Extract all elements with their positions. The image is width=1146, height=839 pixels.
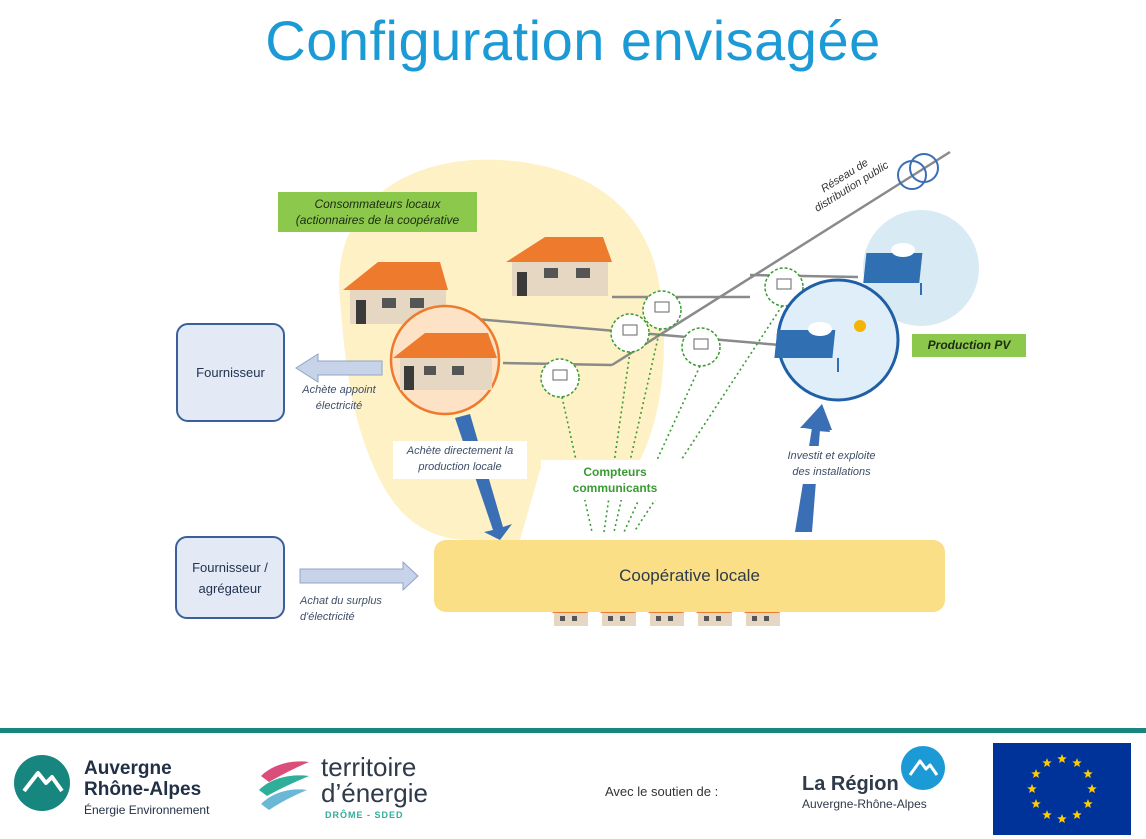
transformer-icon xyxy=(897,153,939,190)
achat-surplus-label: Achat du surplus d'électricité xyxy=(300,595,382,623)
cooperative-box: Coopérative locale xyxy=(434,540,945,612)
consumers-label: Consommateurs locaux (actionnaires de la… xyxy=(278,192,477,232)
eu-star xyxy=(1072,809,1082,820)
fournisseur-box: Fournisseur xyxy=(176,323,285,422)
region-mountain-icon xyxy=(901,746,945,790)
arrow-to-fournisseur xyxy=(295,353,383,383)
eu-star xyxy=(1057,814,1067,824)
arrow-to-cooperative-surplus xyxy=(299,560,419,592)
eu-star xyxy=(1083,799,1093,809)
aura-line1: Auvergne xyxy=(84,758,172,779)
te-line2: d’énergie xyxy=(321,778,428,808)
eu-star xyxy=(1031,769,1041,779)
aura-logo: Auvergne Rhône-Alpes Énergie Environneme… xyxy=(4,742,218,830)
compteurs-label: Compteurs communicants xyxy=(541,460,689,500)
eu-star xyxy=(1042,809,1052,820)
fournisseur-agregateur-box: Fournisseur / agrégateur xyxy=(175,536,285,619)
eu-star xyxy=(1027,784,1037,794)
aura-mountain-icon xyxy=(14,755,70,811)
region-logo: La Région Auvergne-Rhône-Alpes xyxy=(798,745,948,817)
region-line2: Auvergne-Rhône-Alpes xyxy=(802,797,927,811)
house-2 xyxy=(506,237,612,296)
page-title: Configuration envisagée xyxy=(265,9,881,72)
house-1 xyxy=(343,262,448,324)
territoire-energie-logo: territoire d’énergie DRÔME - SDED xyxy=(255,752,445,828)
te-line1: territoire xyxy=(321,752,417,782)
eu-star xyxy=(1083,769,1093,779)
investit-label: Investit et exploite des installations xyxy=(773,446,890,484)
production-pv-label: Production PV xyxy=(912,334,1026,357)
region-line1: La Région xyxy=(802,773,899,795)
eu-star xyxy=(1042,758,1052,768)
eu-stars xyxy=(1027,754,1097,824)
pv-small xyxy=(863,210,979,326)
te-swoosh-icon xyxy=(259,761,309,810)
eu-star xyxy=(1087,784,1097,794)
eu-star xyxy=(1072,758,1082,768)
house-3-highlighted xyxy=(389,304,501,416)
achete-appoint-label: Achète appoint électricité xyxy=(302,384,376,412)
eu-star xyxy=(1031,799,1041,809)
soutien-text: Avec le soutien de : xyxy=(605,784,719,799)
meter-screens xyxy=(552,278,792,381)
te-line3: DRÔME - SDED xyxy=(325,810,404,820)
aura-line3: Énergie Environnement xyxy=(84,803,210,817)
pv-main xyxy=(774,278,900,402)
aura-line2: Rhône-Alpes xyxy=(84,779,202,800)
footer-divider xyxy=(0,728,1146,733)
eu-flag-icon xyxy=(993,743,1131,835)
achete-direct-label: Achète directement la production locale xyxy=(393,441,527,479)
eu-star xyxy=(1057,754,1067,764)
